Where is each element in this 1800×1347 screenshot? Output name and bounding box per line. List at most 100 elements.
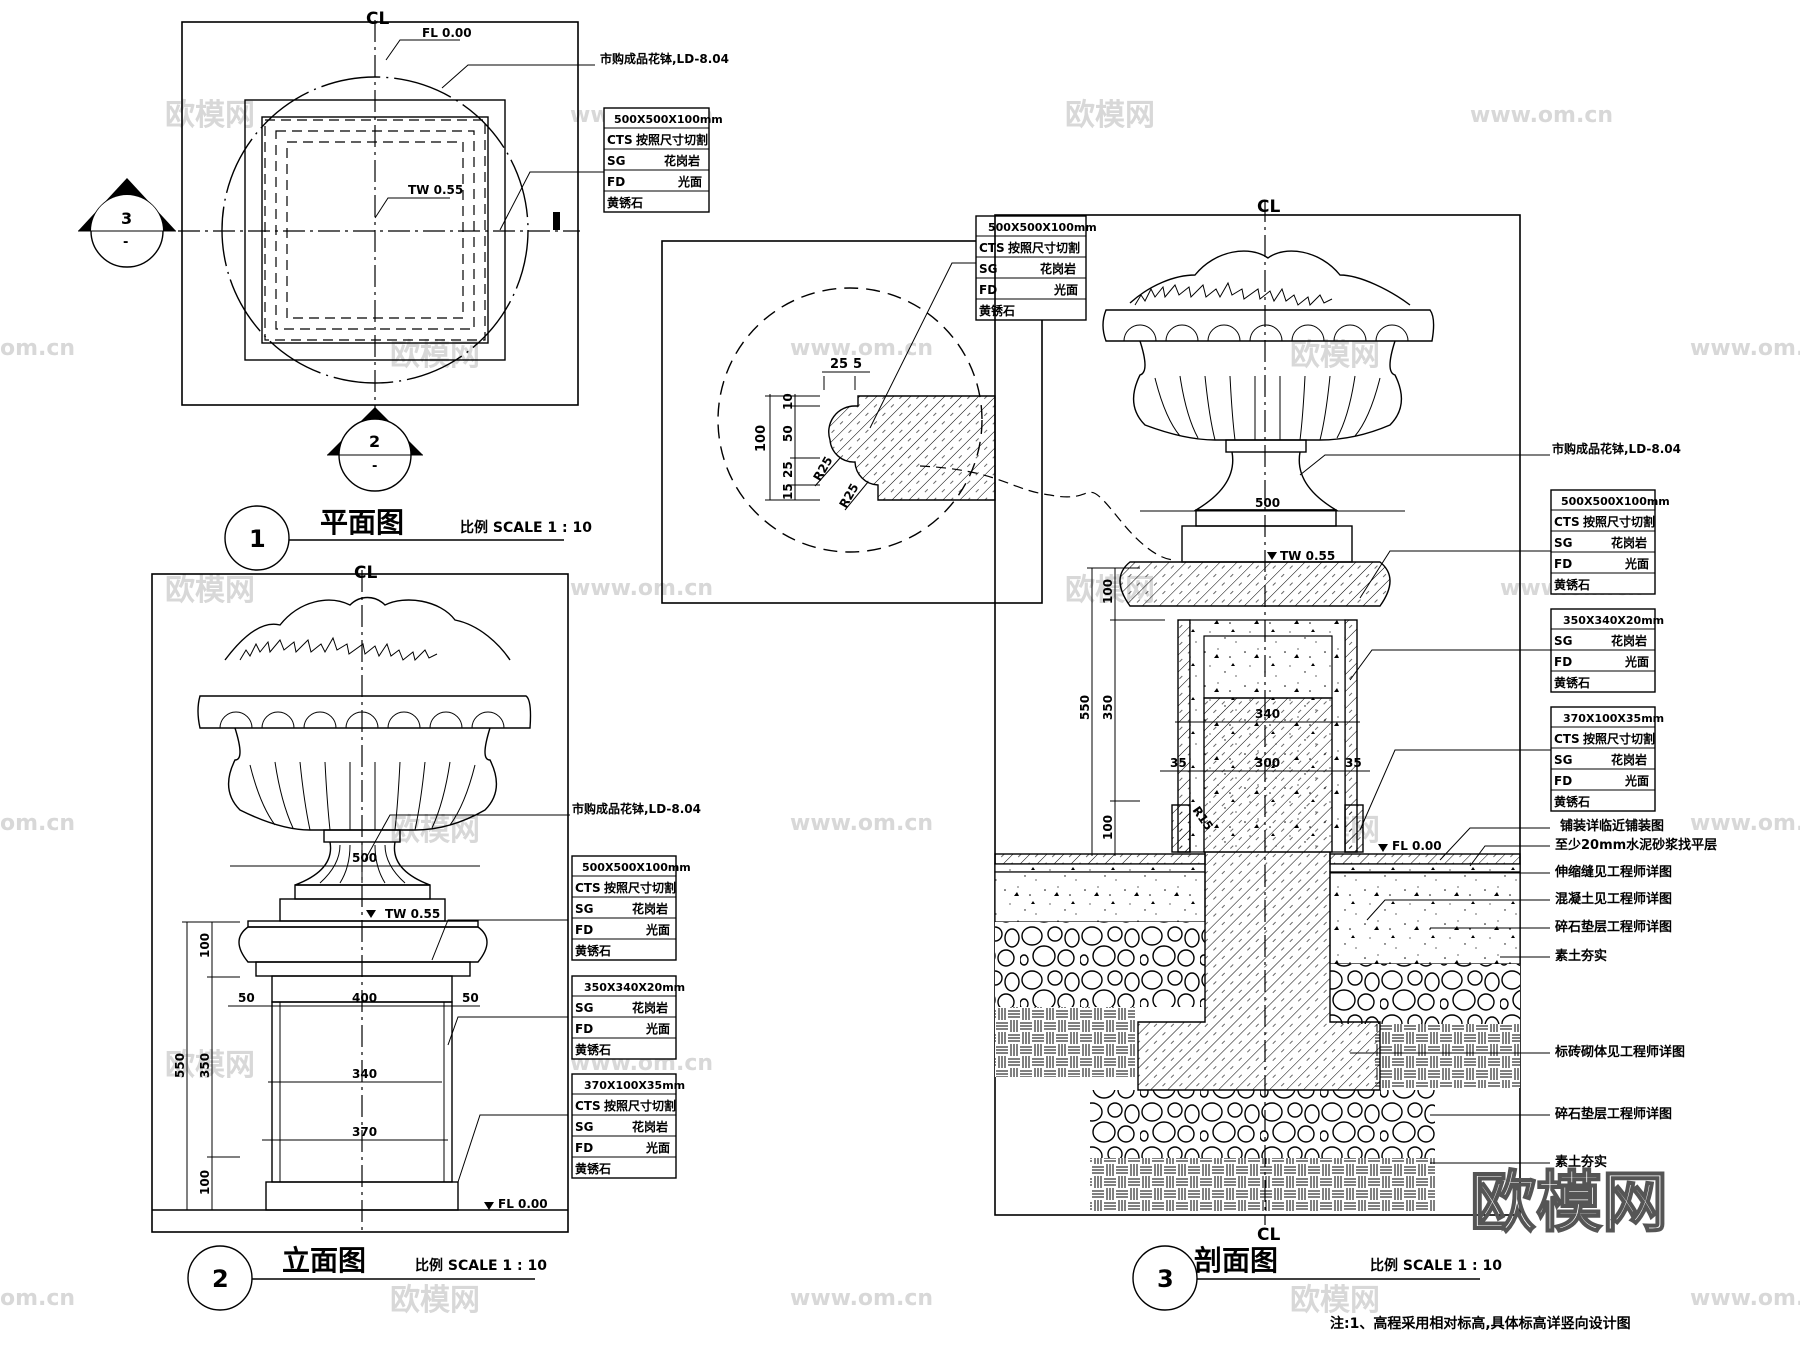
dim-text: 50	[462, 991, 479, 1005]
layer-note: 素土夯实	[1555, 948, 1607, 964]
coping-top	[247, 920, 479, 928]
svg-text:花岗岩: 花岗岩	[664, 153, 700, 168]
product-callout: 市购成品花钵,LD-8.04	[1552, 441, 1681, 456]
elevation-frame	[151, 573, 569, 1233]
dim-text: 100	[198, 1170, 212, 1195]
svg-text:花岗岩: 花岗岩	[1611, 752, 1647, 767]
section-mark-2[interactable]: 2 -	[327, 407, 423, 492]
leader-line	[869, 262, 980, 429]
watermark-cn: 欧模网	[165, 573, 255, 608]
leader-line	[364, 814, 570, 861]
view-title: 立面图	[282, 1244, 366, 1277]
planter-plinth	[1181, 525, 1353, 563]
svg-text:SG: SG	[979, 262, 998, 276]
layer-note: 标砖砌体见工程师详图	[1554, 1044, 1685, 1060]
dim-text: 35	[1345, 756, 1362, 770]
concrete-cap	[1203, 635, 1333, 699]
plan-view: CL FL 0.00 市购成品花钵,LD-8.04 TW 0.55 3 - 2 …	[78, 9, 729, 571]
section-frame	[994, 214, 1521, 1216]
dim-text: 340	[352, 1067, 377, 1081]
material-table-coping-detail: 500X500X100mm CTS 按照尺寸切割 SG 花岗岩 FD 光面 黄锈…	[975, 215, 1097, 321]
watermark-short: om.cn	[0, 336, 75, 361]
svg-text:FD: FD	[979, 283, 997, 297]
concrete-layer-left	[994, 871, 1206, 923]
scale-label: 比例 SCALE 1 : 10	[460, 519, 592, 536]
leader-line	[1359, 749, 1552, 831]
section-mark-3[interactable]: 3 -	[78, 178, 176, 268]
dim-text: 500	[352, 851, 377, 865]
mortar-layer-left	[994, 863, 1206, 873]
marker-block	[553, 212, 560, 230]
material-table-coping-section: 500X500X100mm CTS 按照尺寸切割 SG 花岗岩 FD 光面 黄锈…	[1550, 489, 1670, 595]
view-title: 剖面图	[1194, 1244, 1278, 1277]
leader-line	[457, 1114, 568, 1183]
plant-leaves	[239, 636, 438, 661]
material-table-base-section: 370X100X35mm CTS 按照尺寸切割 SG 花岗岩 FD 光面 黄锈石	[1550, 706, 1664, 812]
planter-flutes	[249, 761, 476, 831]
svg-text:370X100X35mm: 370X100X35mm	[1563, 712, 1664, 725]
watermark-big: 欧模网	[1470, 1164, 1668, 1241]
svg-text:黄锈石: 黄锈石	[1554, 794, 1590, 809]
watermark-url: www.om.cn	[570, 576, 713, 601]
footnote: 注:1、高程采用相对标高,具体标高详竖向设计图	[1330, 1315, 1631, 1332]
gravel-bed-bottom	[1090, 1090, 1435, 1158]
svg-text:光面: 光面	[1624, 556, 1649, 571]
svg-text:CTS: CTS	[979, 241, 1005, 255]
fl-label: FL 0.00	[498, 1197, 548, 1211]
svg-text:500X500X100mm: 500X500X100mm	[1561, 495, 1670, 508]
svg-text:黄锈石: 黄锈石	[575, 1042, 611, 1057]
watermark-url: www.om.cn	[1470, 103, 1613, 128]
dim-text: 50	[781, 425, 795, 442]
svg-text:按照尺寸切割: 按照尺寸切割	[636, 132, 708, 147]
material-table-cladding-elev: 350X340X20mm SG 花岗岩 FD 光面 黄锈石	[571, 975, 685, 1060]
svg-text:CTS: CTS	[607, 133, 633, 147]
section-title-block: 3 剖面图 比例 SCALE 1 : 10	[1132, 1244, 1502, 1311]
layer-note: 碎石垫层工程师详图	[1555, 1106, 1672, 1122]
svg-text:按照尺寸切割: 按照尺寸切割	[604, 1098, 676, 1113]
scale-label: 比例 SCALE 1 : 10	[1370, 1257, 1502, 1274]
svg-text:光面: 光面	[1624, 773, 1649, 788]
centerline-symbol: CL	[366, 9, 389, 29]
detail-frame	[661, 240, 1043, 604]
dim-text: 100	[1101, 579, 1115, 604]
svg-text:花岗岩: 花岗岩	[632, 1119, 668, 1134]
svg-text:黄锈石: 黄锈石	[575, 1161, 611, 1176]
rim-scallops	[1123, 324, 1409, 342]
dim-text: 15	[781, 483, 795, 500]
section-view: CL CL TW 0.55 FL 0.00 500 340 300 35 35 …	[994, 197, 1717, 1332]
svg-text:FD: FD	[1554, 557, 1572, 571]
material-table-coping-elev: 500X500X100mm CTS 按照尺寸切割 SG 花岗岩 FD 光面 黄锈…	[571, 855, 691, 961]
material-table-base-elev: 370X100X35mm CTS 按照尺寸切割 SG 花岗岩 FD 光面 黄锈石	[571, 1073, 685, 1179]
base-stone-left	[1171, 804, 1191, 853]
svg-text:350X340X20mm: 350X340X20mm	[1563, 614, 1664, 627]
watermark-url: www.om.cn	[1690, 336, 1800, 361]
scale-label: 比例 SCALE 1 : 10	[415, 1257, 547, 1274]
watermark-short: om.cn	[0, 1286, 75, 1311]
layer-note: 铺装详临近铺装图	[1560, 818, 1664, 834]
gravel-layer-right	[1330, 964, 1520, 1024]
plan-frame	[181, 21, 579, 406]
dim-text: 100	[1101, 815, 1115, 840]
leader-line	[1349, 649, 1552, 681]
svg-text:花岗岩: 花岗岩	[632, 901, 668, 916]
svg-text:光面: 光面	[1624, 654, 1649, 669]
product-callout: 市购成品花钵,LD-8.04	[600, 51, 729, 66]
elevation-view: CL TW 0.55 FL 0.00 500	[151, 563, 701, 1311]
brick-layer-left	[995, 1007, 1135, 1077]
coping-profile-section	[828, 395, 996, 501]
svg-text:光面: 光面	[645, 1140, 670, 1155]
planter-rim	[197, 695, 532, 729]
svg-text:SG: SG	[1554, 634, 1573, 648]
watermark-cn: 欧模网	[1290, 338, 1380, 373]
watermark-url: www.om.cn	[1690, 811, 1800, 836]
leader-line	[431, 919, 568, 961]
dim-text: 340	[1255, 707, 1280, 721]
svg-text:FD: FD	[575, 1141, 593, 1155]
svg-text:370X100X35mm: 370X100X35mm	[584, 1079, 685, 1092]
svg-text:光面: 光面	[645, 1021, 670, 1036]
svg-text:按照尺寸切割: 按照尺寸切割	[1583, 731, 1655, 746]
dim-text: 350	[198, 1053, 212, 1078]
svg-text:花岗岩: 花岗岩	[632, 1000, 668, 1015]
svg-text:黄锈石: 黄锈石	[979, 303, 1015, 318]
